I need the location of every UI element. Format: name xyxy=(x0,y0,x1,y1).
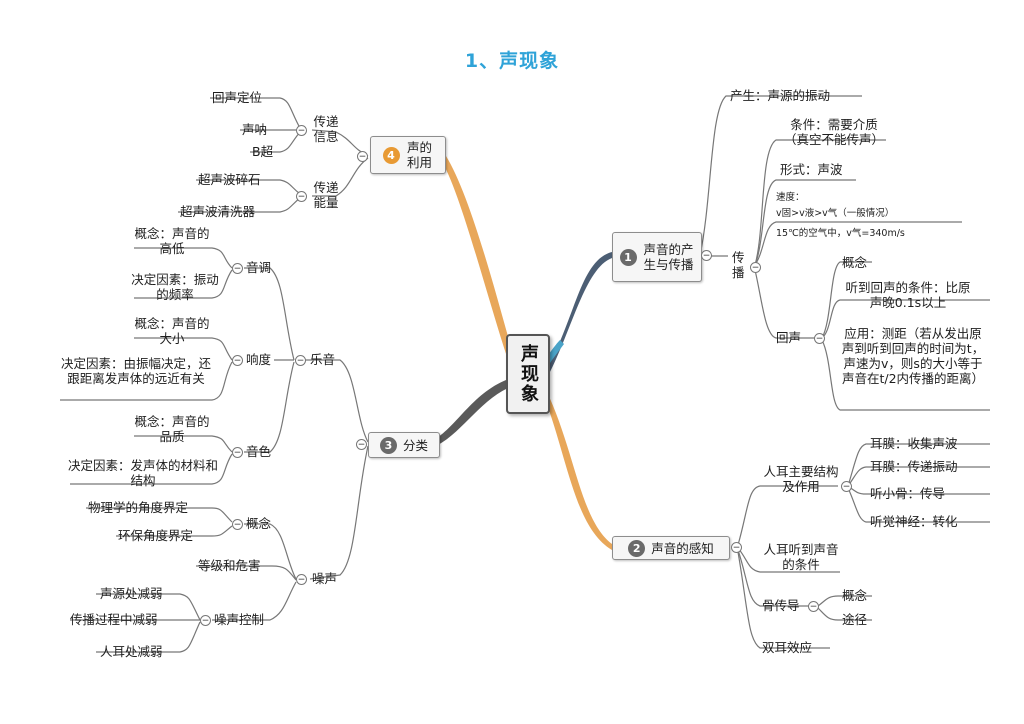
collapse-toggle[interactable]: − xyxy=(814,333,825,344)
node-form: 形式：声波 xyxy=(780,162,843,177)
node-auditory-nerve: 听觉神经：转化 xyxy=(870,514,958,529)
branch-number-badge: 2 xyxy=(628,539,646,557)
branch-number-badge: 1 xyxy=(619,248,637,266)
node-speed: 速度： xyxy=(776,192,805,203)
collapse-toggle[interactable]: − xyxy=(232,263,243,274)
node-speed-air: 15℃的空气中，v气=340m/s xyxy=(776,228,905,239)
page-title: 1、声现象 xyxy=(464,50,560,72)
node-eardrum: 耳膜：传递振动 xyxy=(870,459,958,474)
collapse-toggle[interactable]: − xyxy=(296,574,307,585)
node-loudness-concept: 概念：声音的大小 xyxy=(134,316,210,346)
node-noise-environment: 环保角度界定 xyxy=(118,528,194,543)
collapse-toggle[interactable]: − xyxy=(296,191,307,202)
collapse-toggle[interactable]: − xyxy=(232,447,243,458)
branch-sound-use[interactable]: 4 声的利用 xyxy=(370,136,446,174)
node-b-ultrasound: B超 xyxy=(252,144,274,159)
node-echo: 回声 xyxy=(776,330,802,345)
branch-sound-production[interactable]: 1 声音的产生与传播 xyxy=(612,232,702,282)
collapse-toggle[interactable]: − xyxy=(295,355,306,366)
collapse-toggle[interactable]: − xyxy=(296,125,307,136)
collapse-toggle[interactable]: − xyxy=(356,439,367,450)
node-noise-level: 等级和危害 xyxy=(198,558,261,573)
node-transmit-energy: 传递能量 xyxy=(313,180,339,210)
collapse-toggle[interactable]: − xyxy=(200,615,211,626)
ribbon-b1 xyxy=(546,252,612,376)
node-timbre-concept: 概念：声音的品质 xyxy=(134,414,210,444)
collapse-toggle[interactable]: − xyxy=(750,262,761,273)
branch-number-badge: 3 xyxy=(379,436,397,454)
node-noise: 噪声 xyxy=(312,571,338,586)
center-node[interactable]: 声现象 xyxy=(506,334,550,414)
node-binaural-effect: 双耳效应 xyxy=(762,640,813,655)
ribbon-b3 xyxy=(430,380,508,448)
collapse-toggle[interactable]: − xyxy=(232,355,243,366)
node-echo-application: 应用：测距（若从发出原声到听到回声的时间为t，声速为v，则s的大小等于声音在t/… xyxy=(841,326,985,386)
node-echo-location: 回声定位 xyxy=(212,90,263,105)
node-echo-condition: 听到回声的条件：比原声晚0.1s以上 xyxy=(845,280,971,310)
collapse-toggle[interactable]: − xyxy=(731,542,742,553)
collapse-toggle[interactable]: − xyxy=(701,250,712,261)
center-label: 声现象 xyxy=(518,344,539,404)
node-bone-conduction: 骨传导 xyxy=(762,598,800,613)
node-pitch: 音调 xyxy=(246,260,272,275)
collapse-toggle[interactable]: − xyxy=(808,601,819,612)
node-music: 乐音 xyxy=(310,352,336,367)
node-control-source: 声源处减弱 xyxy=(100,586,163,601)
node-bone-concept: 概念 xyxy=(842,588,868,603)
branch-classification[interactable]: 3 分类 xyxy=(368,432,440,458)
collapse-toggle[interactable]: − xyxy=(232,519,243,530)
node-control-ear: 人耳处减弱 xyxy=(100,644,163,659)
collapse-toggle[interactable]: − xyxy=(357,151,368,162)
node-echo-concept: 概念 xyxy=(842,255,868,270)
node-ossicle: 听小骨：传导 xyxy=(870,486,946,501)
node-timbre: 音色 xyxy=(246,444,272,459)
node-sonar: 声呐 xyxy=(242,122,268,137)
node-bone-path: 途径 xyxy=(842,612,868,627)
node-condition: 条件：需要介质（真空不能传声） xyxy=(783,117,884,147)
node-ultrasonic-cleaner: 超声波清洗器 xyxy=(180,204,256,219)
node-timbre-factor: 决定因素：发声体的材料和结构 xyxy=(68,458,219,488)
node-control-path: 传播过程中减弱 xyxy=(70,612,158,627)
branch-sound-perception[interactable]: 2 声音的感知 xyxy=(612,536,730,560)
node-loudness: 响度 xyxy=(246,352,272,367)
branch-label: 声的利用 xyxy=(406,140,432,170)
branch-number-badge: 4 xyxy=(382,146,400,164)
branch-label: 声音的感知 xyxy=(651,540,714,556)
node-noise-physics: 物理学的角度界定 xyxy=(88,500,189,515)
node-pitch-factor: 决定因素：振动的频率 xyxy=(131,272,219,302)
node-noise-control: 噪声控制 xyxy=(214,612,265,627)
collapse-toggle[interactable]: − xyxy=(841,481,852,492)
branch-label: 分类 xyxy=(402,437,428,453)
node-transmit-info: 传递信息 xyxy=(313,114,339,144)
branch-label: 声音的产生与传播 xyxy=(643,242,694,272)
node-ear-structure: 人耳主要结构及作用 xyxy=(763,464,839,494)
node-loudness-factor: 决定因素：由振幅决定，还跟距离发声体的远近有关 xyxy=(60,356,211,386)
node-noise-concept: 概念 xyxy=(246,516,272,531)
node-produce: 产生：声源的振动 xyxy=(730,88,831,103)
node-propagate: 传播 xyxy=(732,250,745,280)
ribbon-b2 xyxy=(544,390,612,550)
ribbon-b4 xyxy=(440,156,514,360)
node-speed-relation: v固>v液>v气（一般情况） xyxy=(776,208,895,219)
node-pitch-concept: 概念：声音的高低 xyxy=(134,226,210,256)
node-lithotripsy: 超声波碎石 xyxy=(198,172,261,187)
node-pinna: 耳膜：收集声波 xyxy=(870,436,958,451)
node-hearing-condition: 人耳听到声音的条件 xyxy=(763,542,839,572)
